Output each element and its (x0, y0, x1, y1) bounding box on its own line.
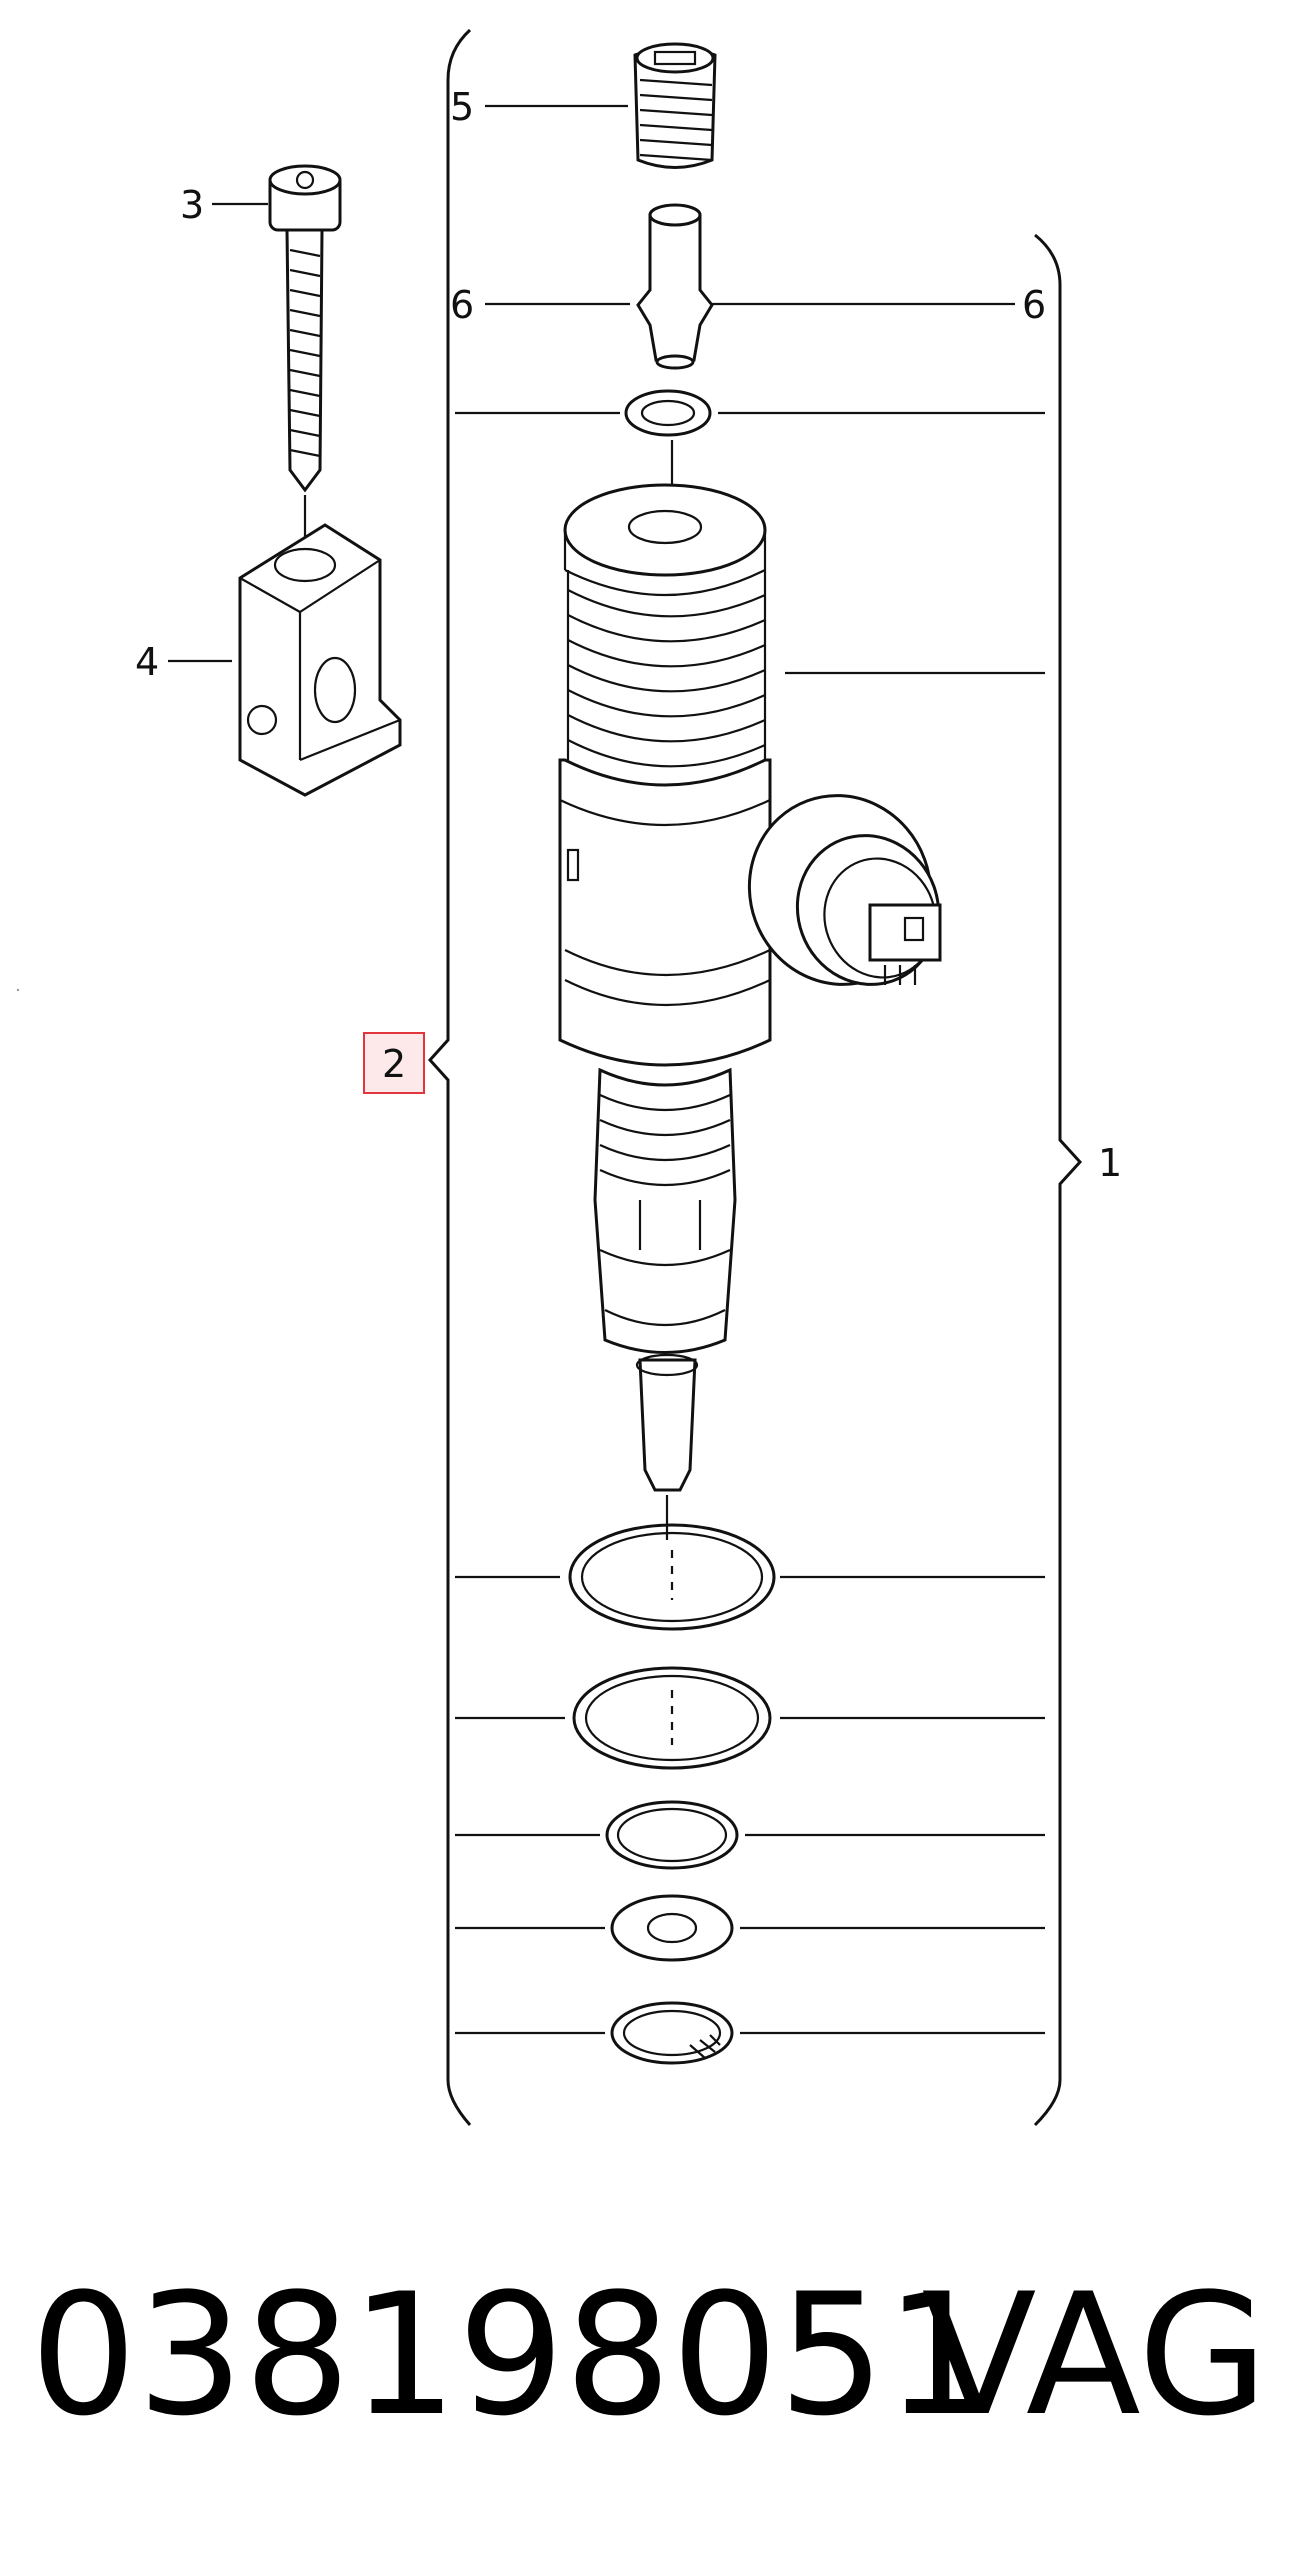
callout-2-highlight (363, 1032, 425, 1094)
callout-5[interactable]: 5 (450, 85, 474, 129)
o-ring-top[interactable] (624, 389, 712, 437)
callout-3[interactable]: 3 (180, 183, 204, 227)
ball-pin-part-6[interactable] (636, 203, 714, 370)
bracket-group-1 (1033, 233, 1083, 2127)
callout-2[interactable]: 2 (382, 1042, 406, 1086)
circlip[interactable] (610, 2001, 734, 2065)
callout-6-left[interactable]: 6 (450, 283, 474, 327)
clamp-block-part-4[interactable] (238, 523, 402, 797)
o-ring-large-1[interactable] (568, 1523, 776, 1631)
callout-4[interactable]: 4 (135, 640, 159, 684)
bolt-part-3[interactable] (268, 164, 342, 493)
callout-6-right[interactable]: 6 (1022, 283, 1046, 327)
sealing-washer[interactable] (610, 1894, 734, 1962)
adjusting-screw-part-5[interactable] (633, 42, 717, 169)
callout-1[interactable]: 1 (1098, 1141, 1122, 1185)
o-ring-large-2[interactable] (572, 1666, 772, 1770)
bracket-group-2 (427, 28, 472, 2126)
part-number: 038198051 (30, 2257, 992, 2453)
brand-name: VAG (921, 2257, 1268, 2453)
o-ring-medium[interactable] (605, 1800, 739, 1870)
pump-injector-unit[interactable] (558, 483, 959, 1540)
part-caption: 038198051 VAG (30, 2255, 1290, 2455)
